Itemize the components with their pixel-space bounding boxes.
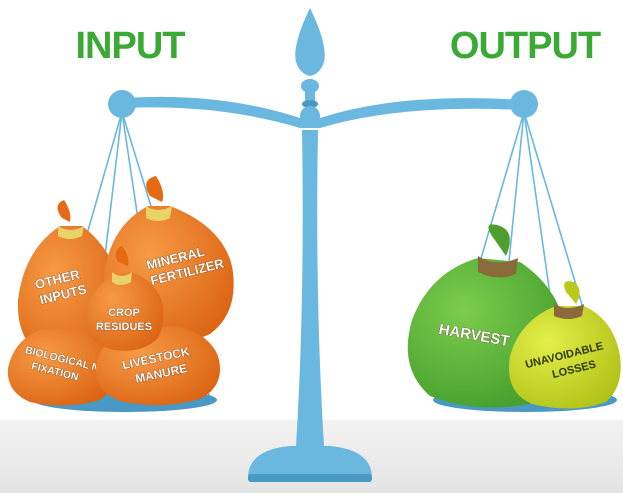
- bag-crop-residues: CROP RESIDUES: [86, 246, 164, 351]
- left-pivot-knob: [108, 90, 136, 118]
- output-heading: OUTPUT: [450, 25, 601, 67]
- bag-mineral-fertilizer: MINERAL FERTILIZER: [103, 176, 234, 345]
- input-heading: INPUT: [76, 25, 186, 67]
- right-pivot-knob: [510, 90, 538, 118]
- scale-beam: [108, 90, 538, 128]
- bag-unavoidable-losses: UNAVOIDABLE LOSSES: [508, 281, 621, 409]
- bag-crop-residues-line1: CROP: [108, 307, 140, 319]
- bag-biological-n-fixation: BIOLOGICAL N FIXATION: [7, 328, 114, 406]
- scale-column: [296, 130, 324, 446]
- scale-finial: [295, 8, 325, 126]
- bag-crop-residues-line2: RESIDUES: [96, 321, 152, 333]
- scale-base: [248, 446, 372, 482]
